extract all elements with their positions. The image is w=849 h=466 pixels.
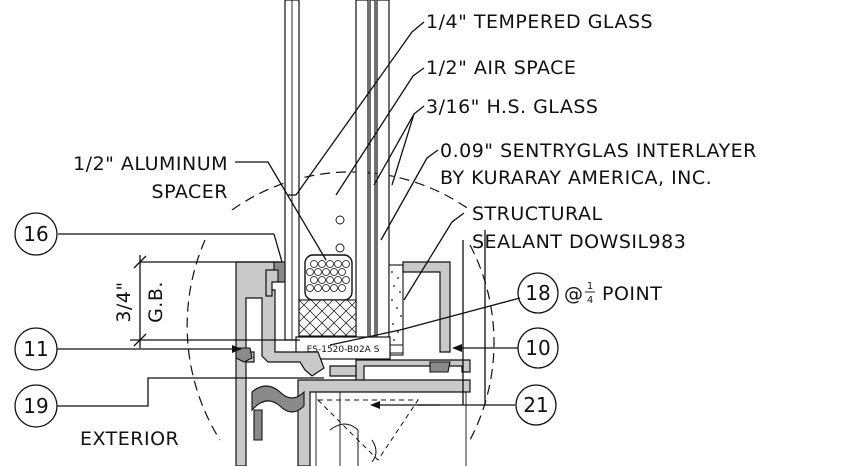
tag-16: 16 xyxy=(14,212,58,256)
setting-block-part-number: ES-1520-B02A S xyxy=(307,345,380,355)
anchor-clip xyxy=(316,392,419,466)
label-interlayer-line1: 0.09" SENTRYGLAS INTERLAYER xyxy=(440,140,757,162)
svg-text:16: 16 xyxy=(23,222,48,246)
svg-text:11: 11 xyxy=(23,337,48,361)
label-sealant-line2: SEALANT DOWSIL983 xyxy=(472,231,686,253)
setting-block: ES-1520-B02A S xyxy=(295,336,391,360)
tag-19: 19 xyxy=(14,384,58,428)
dimension-value: 3/4" xyxy=(113,281,135,322)
label-sealant-line1: STRUCTURAL xyxy=(472,203,603,225)
tag-21: 21 xyxy=(515,384,557,426)
label-spacer-line1: 1/2" ALUMINUM xyxy=(73,153,228,175)
svg-text:18: 18 xyxy=(525,281,550,305)
label-setting-block: @ 1 4 POINT xyxy=(564,281,662,306)
leader-lines xyxy=(57,21,521,409)
aluminum-spacer xyxy=(304,254,353,301)
tag-11: 11 xyxy=(14,327,58,371)
setting-block-text: POINT xyxy=(602,283,662,305)
svg-text:21: 21 xyxy=(523,393,548,417)
secondary-seal xyxy=(298,299,357,337)
label-exterior: EXTERIOR xyxy=(80,428,179,450)
setting-block-frac-num: 1 xyxy=(587,281,593,292)
svg-text:10: 10 xyxy=(525,336,550,360)
label-air-space: 1/2" AIR SPACE xyxy=(426,57,576,79)
label-interlayer-line2: BY KURARAY AMERICA, INC. xyxy=(440,167,712,189)
glass-bite-dimension: 3/4" G.B. xyxy=(113,255,300,348)
label-tempered-glass: 1/4" TEMPERED GLASS xyxy=(426,11,653,33)
setting-block-at: @ xyxy=(564,283,584,305)
setting-block-frac-den: 4 xyxy=(587,295,593,306)
label-hs-glass: 3/16" H.S. GLASS xyxy=(426,96,598,118)
tag-10: 10 xyxy=(517,327,559,369)
dimension-name: G.B. xyxy=(145,281,167,323)
label-spacer-line2: SPACER xyxy=(152,181,228,203)
gaskets xyxy=(235,261,451,441)
detail-boundary-circle xyxy=(186,171,495,441)
svg-text:19: 19 xyxy=(23,394,48,418)
tag-18: 18 xyxy=(517,272,559,314)
